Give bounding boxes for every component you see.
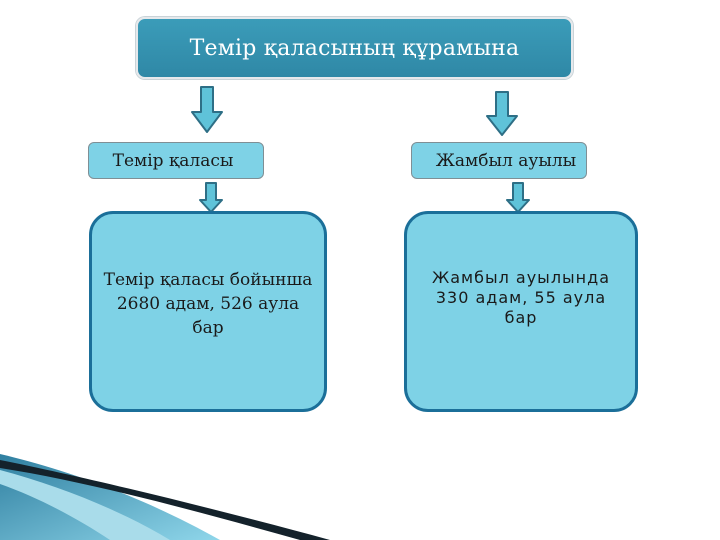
arrow-down-icon — [505, 182, 531, 214]
decorative-wave — [0, 440, 720, 540]
branch-label-left-text: Темір қаласы — [113, 151, 234, 171]
detail-left-text: Темір қаласы бойынша 2680 адам, 526 аула… — [104, 268, 313, 409]
detail-box-right: Жамбыл ауылында 330 адам, 55 аула бар — [404, 211, 638, 412]
branch-label-right-text: Жамбыл ауылы — [436, 151, 576, 171]
branch-label-left: Темір қаласы — [88, 142, 264, 179]
arrow-down-icon — [190, 86, 224, 134]
diagram-title: Темір қаласының құрамына — [190, 36, 520, 61]
detail-right-text: Жамбыл ауылында 330 адам, 55 аула бар — [432, 268, 610, 409]
detail-box-left: Темір қаласы бойынша 2680 адам, 526 аула… — [89, 211, 327, 412]
arrow-down-icon — [198, 182, 224, 214]
arrow-down-icon — [485, 91, 519, 137]
diagram-title-box: Темір қаласының құрамына — [136, 17, 573, 79]
branch-label-right: Жамбыл ауылы — [411, 142, 587, 179]
